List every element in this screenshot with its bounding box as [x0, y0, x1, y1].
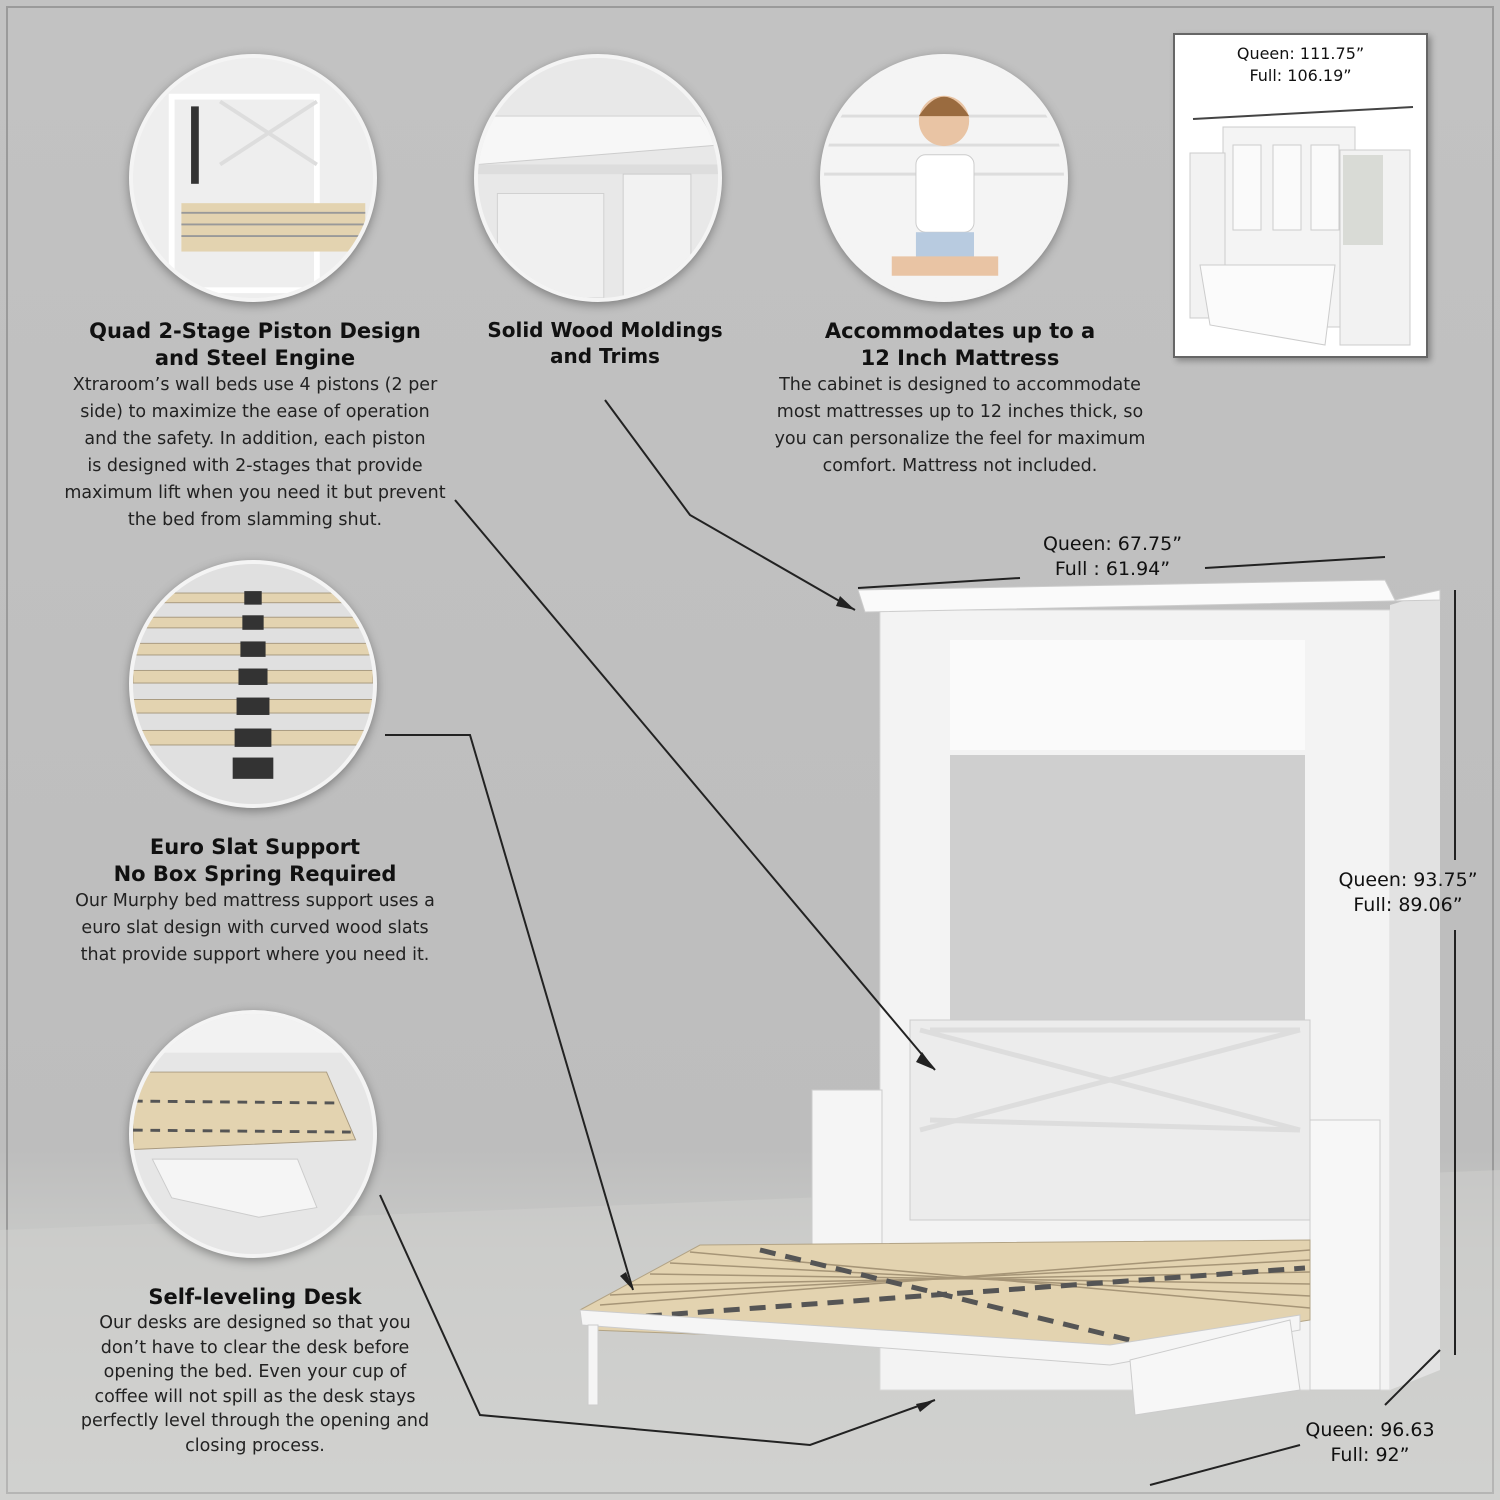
feature-body: maximum lift when you need it but preven…: [64, 483, 446, 503]
feature-body: most mattresses up to 12 inches thick, s…: [776, 402, 1144, 422]
depth-full: Full: 92”: [1330, 1444, 1410, 1466]
feature-body: opening the bed. Even your cup of: [103, 1362, 407, 1382]
feature-piston: Quad 2-Stage Piston Design and Steel Eng…: [30, 318, 480, 534]
feature-moldings: Solid Wood Moldings and Trims: [450, 317, 760, 369]
width-full: Full : 61.94”: [1054, 558, 1171, 580]
feature-body: the bed from slamming shut.: [127, 510, 383, 530]
width-queen: Queen: 67.75”: [1042, 533, 1183, 555]
mattress-model-photo: [820, 54, 1068, 302]
depth-queen: Queen: 96.63: [1305, 1419, 1435, 1441]
feature-body: perfectly level through the opening and: [80, 1411, 430, 1431]
feature-body: coffee will not spill as the desk stays: [94, 1386, 416, 1407]
feature-body: Xtraroom’s wall beds use 4 pistons (2 pe…: [72, 375, 438, 395]
feature-body: comfort. Mattress not included.: [822, 456, 1098, 476]
feature-title: Solid Wood Moldings: [487, 318, 723, 342]
feature-body: euro slat design with curved wood slats: [81, 918, 429, 938]
feature-title: Euro Slat Support: [149, 835, 361, 859]
full-set-drawing: [1189, 106, 1414, 346]
height-full: Full: 89.06”: [1353, 894, 1463, 916]
feature-body: closing process.: [185, 1435, 325, 1456]
full-set-inset: Queen: 111.75” Full: 106.19”: [1173, 33, 1428, 358]
feature-title: and Trims: [550, 344, 660, 368]
euro-slat-detail-image: [129, 560, 377, 808]
feature-title: Self-leveling Desk: [148, 1285, 362, 1309]
feature-euro-slat: Euro Slat Support No Box Spring Required…: [30, 834, 480, 969]
feature-body: don’t have to clear the desk before: [100, 1337, 410, 1358]
feature-body: and the safety. In addition, each piston: [84, 429, 426, 449]
height-queen: Queen: 93.75”: [1338, 869, 1478, 891]
feature-body: you can personalize the feel for maximum: [774, 429, 1146, 449]
feature-mattress: Accommodates up to a 12 Inch Mattress Th…: [740, 318, 1180, 480]
feature-body: side) to maximize the ease of operation: [80, 402, 430, 422]
feature-title: No Box Spring Required: [113, 862, 397, 886]
desk-detail-image: [129, 1010, 377, 1258]
feature-title: and Steel Engine: [154, 346, 356, 370]
piston-detail-image: [129, 54, 377, 302]
feature-body: Our desks are designed so that you: [99, 1313, 411, 1333]
feature-body: The cabinet is designed to accommodate: [779, 375, 1141, 395]
feature-title: 12 Inch Mattress: [860, 346, 1060, 370]
molding-detail-image: [474, 54, 722, 302]
feature-body: that provide support where you need it.: [80, 945, 430, 965]
overall-queen: Queen: 111.75”: [1236, 44, 1365, 63]
feature-title: Quad 2-Stage Piston Design: [89, 319, 421, 343]
feature-body: Our Murphy bed mattress support uses a: [75, 891, 435, 911]
width-dimension-label: Queen: 67.75” Full : 61.94”: [1020, 532, 1205, 582]
feature-body: is designed with 2-stages that provide: [87, 456, 423, 476]
overall-width-label: Queen: 111.75” Full: 106.19”: [1175, 43, 1426, 87]
feature-desk: Self-leveling Desk Our desks are designe…: [30, 1284, 480, 1458]
overall-full: Full: 106.19”: [1249, 66, 1352, 85]
height-dimension-label: Queen: 93.75” Full: 89.06”: [1318, 868, 1498, 918]
feature-title: Accommodates up to a: [824, 319, 1096, 343]
